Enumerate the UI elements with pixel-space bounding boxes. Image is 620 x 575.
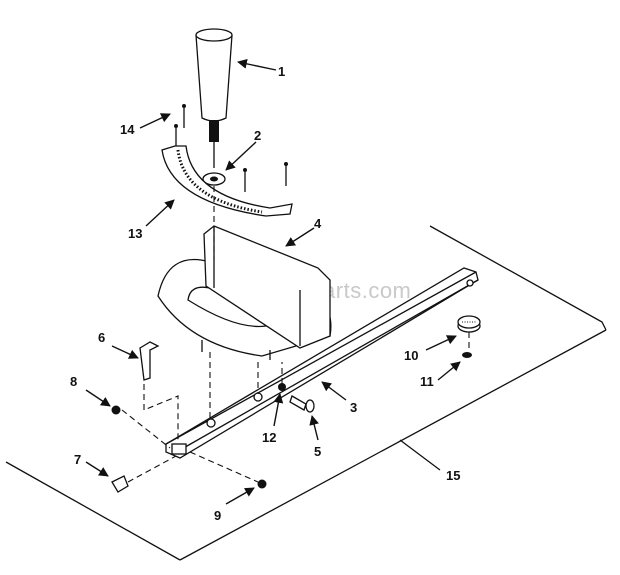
- bar-washer: [457, 315, 481, 333]
- miter-gauge-body: [157, 225, 332, 360]
- callout-13: 13: [128, 226, 142, 241]
- bolt: [289, 395, 315, 413]
- scale-screws: [174, 104, 288, 192]
- callout-7: 7: [74, 452, 81, 467]
- callout-10: 10: [404, 348, 418, 363]
- callout-15: 15: [446, 468, 460, 483]
- nut-9: [257, 479, 267, 489]
- hex-key: [139, 341, 160, 381]
- bar-screw: [462, 352, 472, 358]
- assembly-lines: [121, 186, 470, 483]
- callout-12: 12: [262, 430, 276, 445]
- callout-14: 14: [120, 122, 135, 137]
- callout-9: 9: [214, 508, 221, 523]
- callout-6: 6: [98, 330, 105, 345]
- guide-bar: [165, 267, 479, 459]
- callout-3: 3: [350, 400, 357, 415]
- callout-11: 11: [420, 374, 434, 389]
- washer: [202, 172, 226, 186]
- callout-5: 5: [314, 444, 321, 459]
- callout-8: 8: [70, 374, 77, 389]
- pin: [278, 383, 286, 391]
- callout-arrows: [85, 59, 461, 505]
- handle-knob: [195, 28, 233, 168]
- clip: [111, 475, 129, 493]
- nut-8: [111, 405, 121, 415]
- angle-scale: [161, 145, 293, 217]
- callout-labels: 1 2 3 4 5 6 7 8 9 10 11 12 13 14 15: [70, 64, 460, 523]
- callout-1: 1: [278, 64, 285, 79]
- callout-4: 4: [314, 216, 322, 231]
- table-surface: [5, 225, 607, 561]
- callout-2: 2: [254, 128, 261, 143]
